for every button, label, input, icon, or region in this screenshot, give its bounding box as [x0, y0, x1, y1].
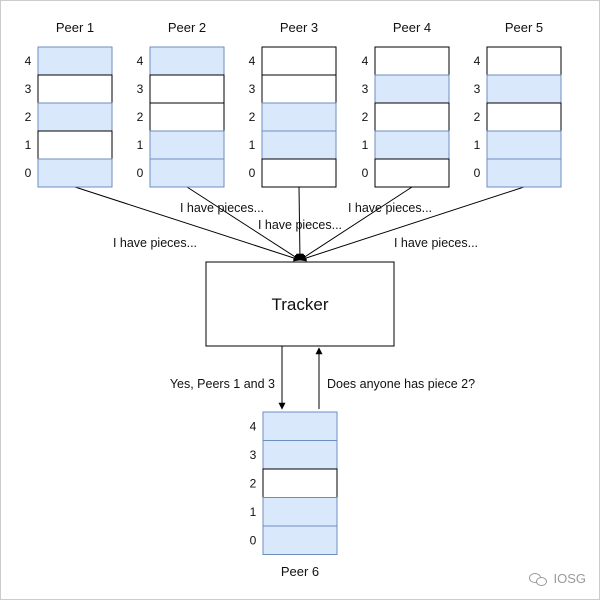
peer-5-piece-2 — [486, 102, 562, 132]
peer-1-piece-0 — [37, 158, 113, 188]
chat-bubbles-icon — [529, 572, 548, 586]
peer6-query-label: Does anyone has piece 2? — [327, 377, 475, 391]
peer-6-index-1: 1 — [250, 505, 257, 519]
peer-2: Peer 2 4 3 2 1 0 — [137, 20, 225, 188]
tracker-reply-label: Yes, Peers 1 and 3 — [170, 377, 275, 391]
peer-2-piece-2 — [149, 102, 225, 132]
peer-4-index-2: 2 — [362, 110, 369, 124]
peer-3-index-2: 2 — [249, 110, 256, 124]
peer-5-index-4: 4 — [474, 54, 481, 68]
edge-label-peer-1: I have pieces... — [113, 236, 197, 250]
peer-2-label: Peer 2 — [168, 20, 206, 35]
peer-6-index-0: 0 — [250, 534, 257, 548]
peer-3-index-3: 3 — [249, 82, 256, 96]
edge-peer-5-to-tracker — [299, 186, 525, 262]
edge-label-peer-5: I have pieces... — [394, 236, 478, 250]
peer-6-piece-1 — [262, 497, 338, 527]
peer-4-label: Peer 4 — [393, 20, 431, 35]
peer-4-index-1: 1 — [362, 138, 369, 152]
peer-5-piece-4 — [486, 46, 562, 76]
peer-3-index-4: 4 — [249, 54, 256, 68]
peer-5-index-1: 1 — [474, 138, 481, 152]
peer-1-piece-3 — [37, 74, 113, 104]
peer-2-piece-1 — [149, 130, 225, 160]
peer-4-piece-1 — [374, 130, 450, 160]
peer-4-index-3: 3 — [362, 82, 369, 96]
edge-peer-2-to-tracker — [186, 186, 301, 261]
peer-3-label: Peer 3 — [280, 20, 318, 35]
edge-peer-4-to-tracker — [299, 186, 413, 261]
peer-2-index-1: 1 — [137, 138, 144, 152]
peer-2-piece-4 — [149, 46, 225, 76]
peer-4-index-0: 0 — [362, 166, 369, 180]
peer-4-index-4: 4 — [362, 54, 369, 68]
peer-2-index-0: 0 — [137, 166, 144, 180]
peer-5-label: Peer 5 — [505, 20, 543, 35]
peer-5-piece-0 — [486, 158, 562, 188]
peer-1-index-0: 0 — [25, 166, 32, 180]
peer-2-index-3: 3 — [137, 82, 144, 96]
peer-1-index-3: 3 — [25, 82, 32, 96]
peer-6-label: Peer 6 — [281, 564, 319, 579]
peer-3-index-0: 0 — [249, 166, 256, 180]
peer-3-index-1: 1 — [249, 138, 256, 152]
peer-2-index-2: 2 — [137, 110, 144, 124]
peer-3-piece-3 — [261, 74, 337, 104]
edge-label-peer-3: I have pieces... — [258, 218, 342, 232]
edge-peer-1-to-tracker — [74, 186, 301, 262]
edge-label-peer-4: I have pieces... — [348, 201, 432, 215]
peer-6-piece-3 — [262, 440, 338, 470]
peer-columns: Peer 1 4 3 2 1 0 Peer 2 4 3 2 1 0 Peer 3 4 3 2 1 0 Peer 4 4… — [25, 20, 562, 188]
peer-4: Peer 4 4 3 2 1 0 — [362, 20, 450, 188]
peer-3-piece-2 — [261, 102, 337, 132]
peer-5: Peer 5 4 3 2 1 0 — [474, 20, 562, 188]
peer-6-piece-0 — [262, 525, 338, 555]
watermark: IOSG — [529, 571, 586, 586]
peer-3-piece-4 — [261, 46, 337, 76]
peer-2-piece-3 — [149, 74, 225, 104]
tracker-box[interactable] — [205, 261, 395, 347]
peer-1-index-4: 4 — [25, 54, 32, 68]
peer-4-piece-2 — [374, 102, 450, 132]
tracker-node[interactable]: Tracker — [205, 261, 395, 347]
peer-1-piece-4 — [37, 46, 113, 76]
tracker-label: Tracker — [272, 295, 329, 314]
peer-5-piece-1 — [486, 130, 562, 160]
peer-5-index-0: 0 — [474, 166, 481, 180]
peer-1-index-1: 1 — [25, 138, 32, 152]
peer-6-index-2: 2 — [250, 477, 257, 491]
peer-3-piece-0 — [261, 158, 337, 188]
peer-4-piece-3 — [374, 74, 450, 104]
tracker-peer6-arrows: Yes, Peers 1 and 3 Does anyone has piece… — [170, 346, 475, 410]
peer-5-index-2: 2 — [474, 110, 481, 124]
peer-4-piece-0 — [374, 158, 450, 188]
peer-3: Peer 3 4 3 2 1 0 — [249, 20, 337, 188]
peer-1: Peer 1 4 3 2 1 0 — [25, 20, 113, 188]
peer-6-index-3: 3 — [250, 448, 257, 462]
peer-5-index-3: 3 — [474, 82, 481, 96]
edge-peer-3-to-tracker — [296, 186, 304, 261]
peer-2-piece-0 — [149, 158, 225, 188]
watermark-text: IOSG — [553, 571, 586, 586]
peer-1-index-2: 2 — [25, 110, 32, 124]
peer-1-piece-2 — [37, 102, 113, 132]
peer-5-piece-3 — [486, 74, 562, 104]
peer-1-label: Peer 1 — [56, 20, 94, 35]
peer-3-piece-1 — [261, 130, 337, 160]
peer-1-piece-1 — [37, 130, 113, 160]
peer-6-piece-4 — [262, 411, 338, 441]
peer-4-piece-4 — [374, 46, 450, 76]
peer-6-index-4: 4 — [250, 420, 257, 434]
edge-label-peer-2: I have pieces... — [180, 201, 264, 215]
peer-2-index-4: 4 — [137, 54, 144, 68]
peer-to-tracker-edges: I have pieces... I have pieces... I have p… — [74, 186, 525, 262]
peer-6-piece-2 — [262, 468, 338, 498]
